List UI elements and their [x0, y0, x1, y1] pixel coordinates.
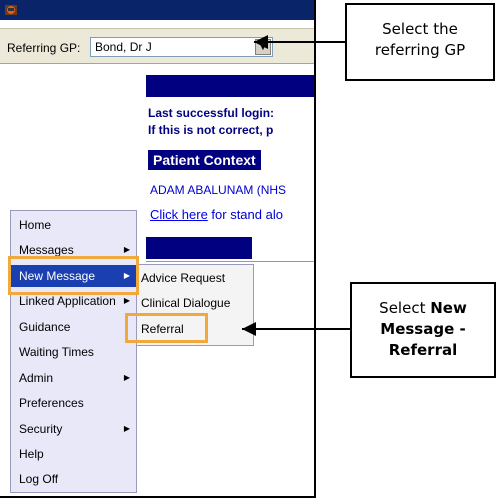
referring-gp-select[interactable]: Bond, Dr J ▼ — [90, 37, 273, 57]
submenu-item-clinical-dialogue[interactable]: Clinical Dialogue — [141, 296, 231, 310]
application-window: Referring GP: Bond, Dr J ▼ Last successf… — [0, 0, 316, 498]
chevron-right-icon: ▶ — [123, 373, 130, 382]
referring-gp-value: Bond, Dr J — [95, 40, 152, 54]
new-message-submenu: Advice Request Clinical Dialogue Referra… — [136, 264, 254, 346]
login-line-2: If this is not correct, p — [148, 123, 274, 137]
callout-new-message-referral: Select New Message - Referral — [350, 282, 496, 378]
menu-item-preferences[interactable]: Preferences — [11, 392, 136, 414]
menu-item-label: Help — [19, 447, 44, 461]
menu-item-label: Preferences — [19, 396, 84, 410]
callout-gp-line-2: referring GP — [374, 41, 466, 59]
referral-highlight — [125, 313, 208, 343]
referring-gp-label: Referring GP: — [7, 41, 81, 55]
patient-context-heading: Patient Context — [148, 150, 261, 170]
stand-alone-text: for stand alo — [207, 207, 283, 222]
menu-item-label: Waiting Times — [19, 345, 94, 359]
chevron-right-icon: ▶ — [123, 424, 130, 433]
stand-alone-line: Click here for stand alo — [150, 207, 283, 222]
menu-item-label: Home — [19, 218, 52, 232]
menu-item-label: Admin — [19, 371, 54, 385]
menu-item-linked-application[interactable]: Linked Application ▶ — [11, 290, 136, 312]
menu-item-label: Guidance — [19, 320, 71, 334]
menu-item-messages[interactable]: Messages ▶ — [11, 239, 136, 261]
divider — [146, 261, 314, 262]
chevron-right-icon: ▶ — [123, 245, 130, 254]
callout-new-line-2: Message - — [380, 320, 466, 338]
callout-new-line-3: Referral — [388, 341, 458, 359]
click-here-link[interactable]: Click here — [150, 207, 208, 222]
callout-gp-line-1: Select the — [382, 20, 458, 38]
callout-select-gp: Select the referring GP — [345, 3, 495, 81]
patient-name: ADAM ABALUNAM (NHS — [150, 183, 287, 197]
menu-item-help[interactable]: Help — [11, 443, 136, 465]
menu-item-home[interactable]: Home — [11, 214, 136, 236]
menu-item-guidance[interactable]: Guidance — [11, 316, 136, 338]
submenu-item-referral[interactable]: Referral — [141, 322, 184, 336]
menu-item-label: Messages — [19, 243, 74, 257]
menu-item-label: New Message — [19, 269, 96, 283]
gp-arrowhead — [254, 35, 268, 49]
menu-item-label: Security — [19, 422, 63, 436]
new-message-highlight — [8, 256, 139, 295]
menu-item-label: Log Off — [19, 472, 59, 486]
referring-gp-bar: Referring GP: Bond, Dr J ▼ — [0, 28, 314, 64]
menu-item-log-off[interactable]: Log Off — [11, 468, 136, 490]
chevron-right-icon: ▶ — [123, 296, 130, 305]
callout-new-line-1: Select New — [352, 298, 494, 319]
chevron-right-icon: ▶ — [123, 271, 130, 280]
login-message: Last successful login: If this is not co… — [148, 105, 274, 139]
menu-item-security[interactable]: Security ▶ — [11, 418, 136, 440]
menu-item-new-message[interactable]: New Message ▶ — [11, 265, 136, 287]
header-band — [146, 75, 314, 97]
app-icon — [5, 5, 17, 15]
referral-arrowhead — [242, 322, 256, 336]
menu-item-waiting-times[interactable]: Waiting Times — [11, 341, 136, 363]
menu-item-admin[interactable]: Admin ▶ — [11, 367, 136, 389]
section-band — [146, 237, 252, 259]
callout-new-plain: Select — [379, 299, 431, 317]
title-bar — [0, 0, 314, 20]
login-line-1: Last successful login: — [148, 106, 275, 120]
submenu-item-advice-request[interactable]: Advice Request — [141, 271, 226, 285]
menu-item-label: Linked Application — [19, 294, 116, 308]
callout-new-bold: New — [430, 299, 467, 317]
